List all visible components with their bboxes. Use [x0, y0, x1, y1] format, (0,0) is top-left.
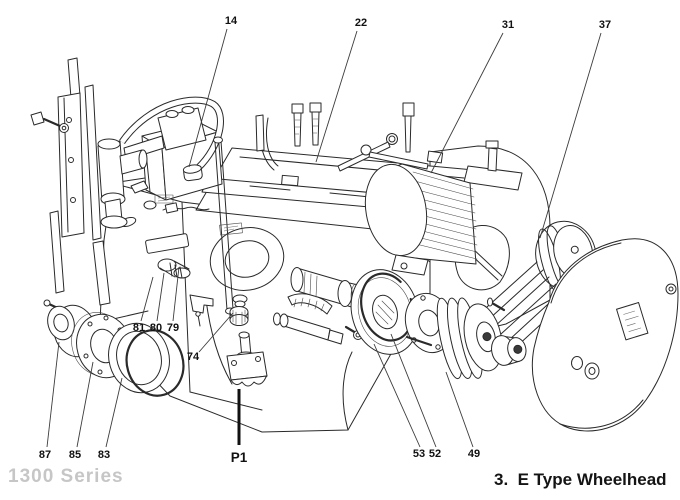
callout-31: 31	[502, 19, 514, 31]
leader-line-53	[373, 343, 421, 448]
callout-37: 37	[599, 19, 611, 31]
leader-line-37	[539, 32, 602, 239]
callout-81: 81	[133, 322, 145, 334]
series-label: 1300 Series	[8, 466, 124, 487]
fastener-bolts	[291, 102, 429, 172]
oil-pump	[226, 331, 268, 387]
leader-line-87	[46, 341, 60, 448]
callout-49: 49	[468, 448, 480, 460]
callout-14: 14	[225, 15, 238, 27]
leader-line-80	[156, 272, 165, 322]
callout-52: 52	[429, 448, 441, 460]
leader-line-31	[430, 32, 504, 174]
callout-79: 79	[167, 322, 179, 334]
small-fittings	[130, 136, 363, 345]
leader-line-49	[445, 371, 474, 448]
callout-74: 74	[187, 351, 200, 363]
wheel-flange-set	[43, 299, 185, 397]
leader-line-74	[198, 312, 234, 353]
leader-line-81	[140, 276, 154, 322]
callout-80: 80	[150, 322, 162, 334]
belt-guard	[531, 238, 679, 432]
leader-line-83	[105, 377, 123, 448]
leader-line-85	[76, 361, 94, 448]
callout-22: 22	[355, 17, 367, 29]
callout-P1: P1	[231, 450, 248, 465]
section-title: 3. E Type Wheelhead	[494, 470, 667, 489]
callout-87: 87	[39, 449, 51, 461]
leader-line-14	[188, 28, 228, 168]
leader-line-22	[315, 30, 358, 163]
callout-83: 83	[98, 449, 110, 461]
lever-valve-assembly	[30, 57, 224, 306]
leader-line-52	[390, 333, 437, 448]
callout-53: 53	[413, 448, 425, 460]
electric-motor	[364, 150, 478, 276]
leader-line-79	[172, 266, 180, 322]
callout-85: 85	[69, 449, 81, 461]
spindle-assembly	[290, 267, 527, 380]
